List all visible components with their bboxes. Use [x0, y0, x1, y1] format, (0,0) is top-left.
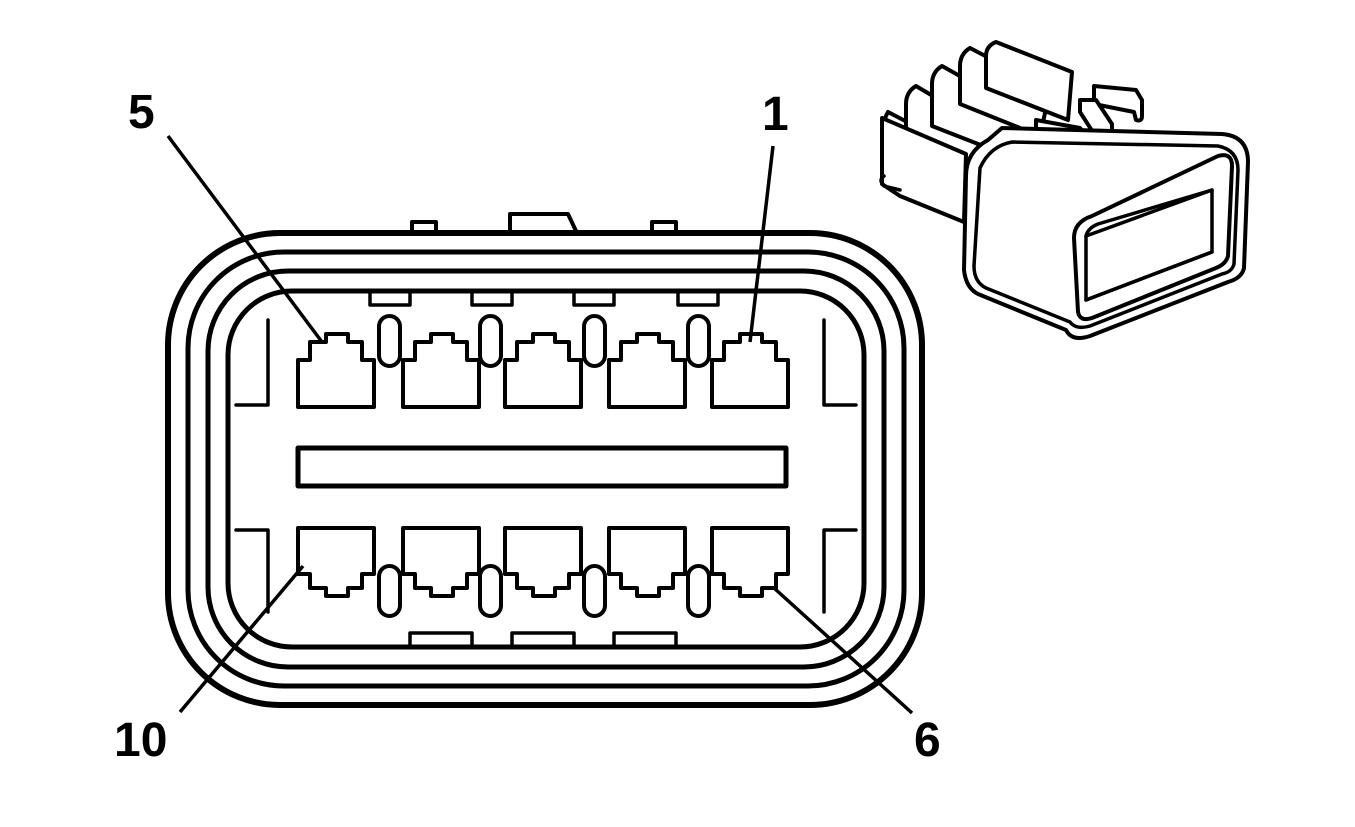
housing-cavity	[225, 288, 867, 650]
top-row-cavities	[296, 332, 790, 409]
cavity-4	[401, 332, 481, 409]
pin-label-1: 1	[762, 88, 789, 141]
leader-line-1	[748, 145, 775, 343]
leader-line-5	[166, 134, 324, 344]
leader-line-10	[178, 564, 305, 714]
cavity-7	[607, 526, 687, 598]
cavity-10	[296, 526, 376, 598]
pin-label-10: 10	[114, 714, 167, 767]
pin-label-5: 5	[128, 86, 155, 139]
housing-seal	[185, 249, 907, 689]
cavity-9	[401, 526, 481, 598]
cavity-6	[710, 526, 790, 598]
cavity-separators	[377, 314, 711, 618]
cavity-1	[710, 332, 790, 409]
cavity-3	[503, 332, 583, 409]
cavity-5	[296, 332, 376, 409]
center-key-bar	[295, 445, 789, 489]
connector-face	[165, 212, 925, 708]
leader-lines	[166, 134, 914, 715]
leader-line-6	[772, 586, 914, 715]
rib-notches	[368, 289, 720, 649]
cavity-2	[607, 332, 687, 409]
cavity-8	[503, 526, 583, 598]
pin-label-6: 6	[914, 714, 941, 767]
connector-isometric-view	[879, 40, 1250, 340]
side-ledges	[234, 318, 858, 614]
bottom-row-cavities	[296, 526, 790, 598]
pin-labels: 5 1 10 6	[114, 86, 941, 767]
housing-inner-wall	[205, 268, 887, 670]
